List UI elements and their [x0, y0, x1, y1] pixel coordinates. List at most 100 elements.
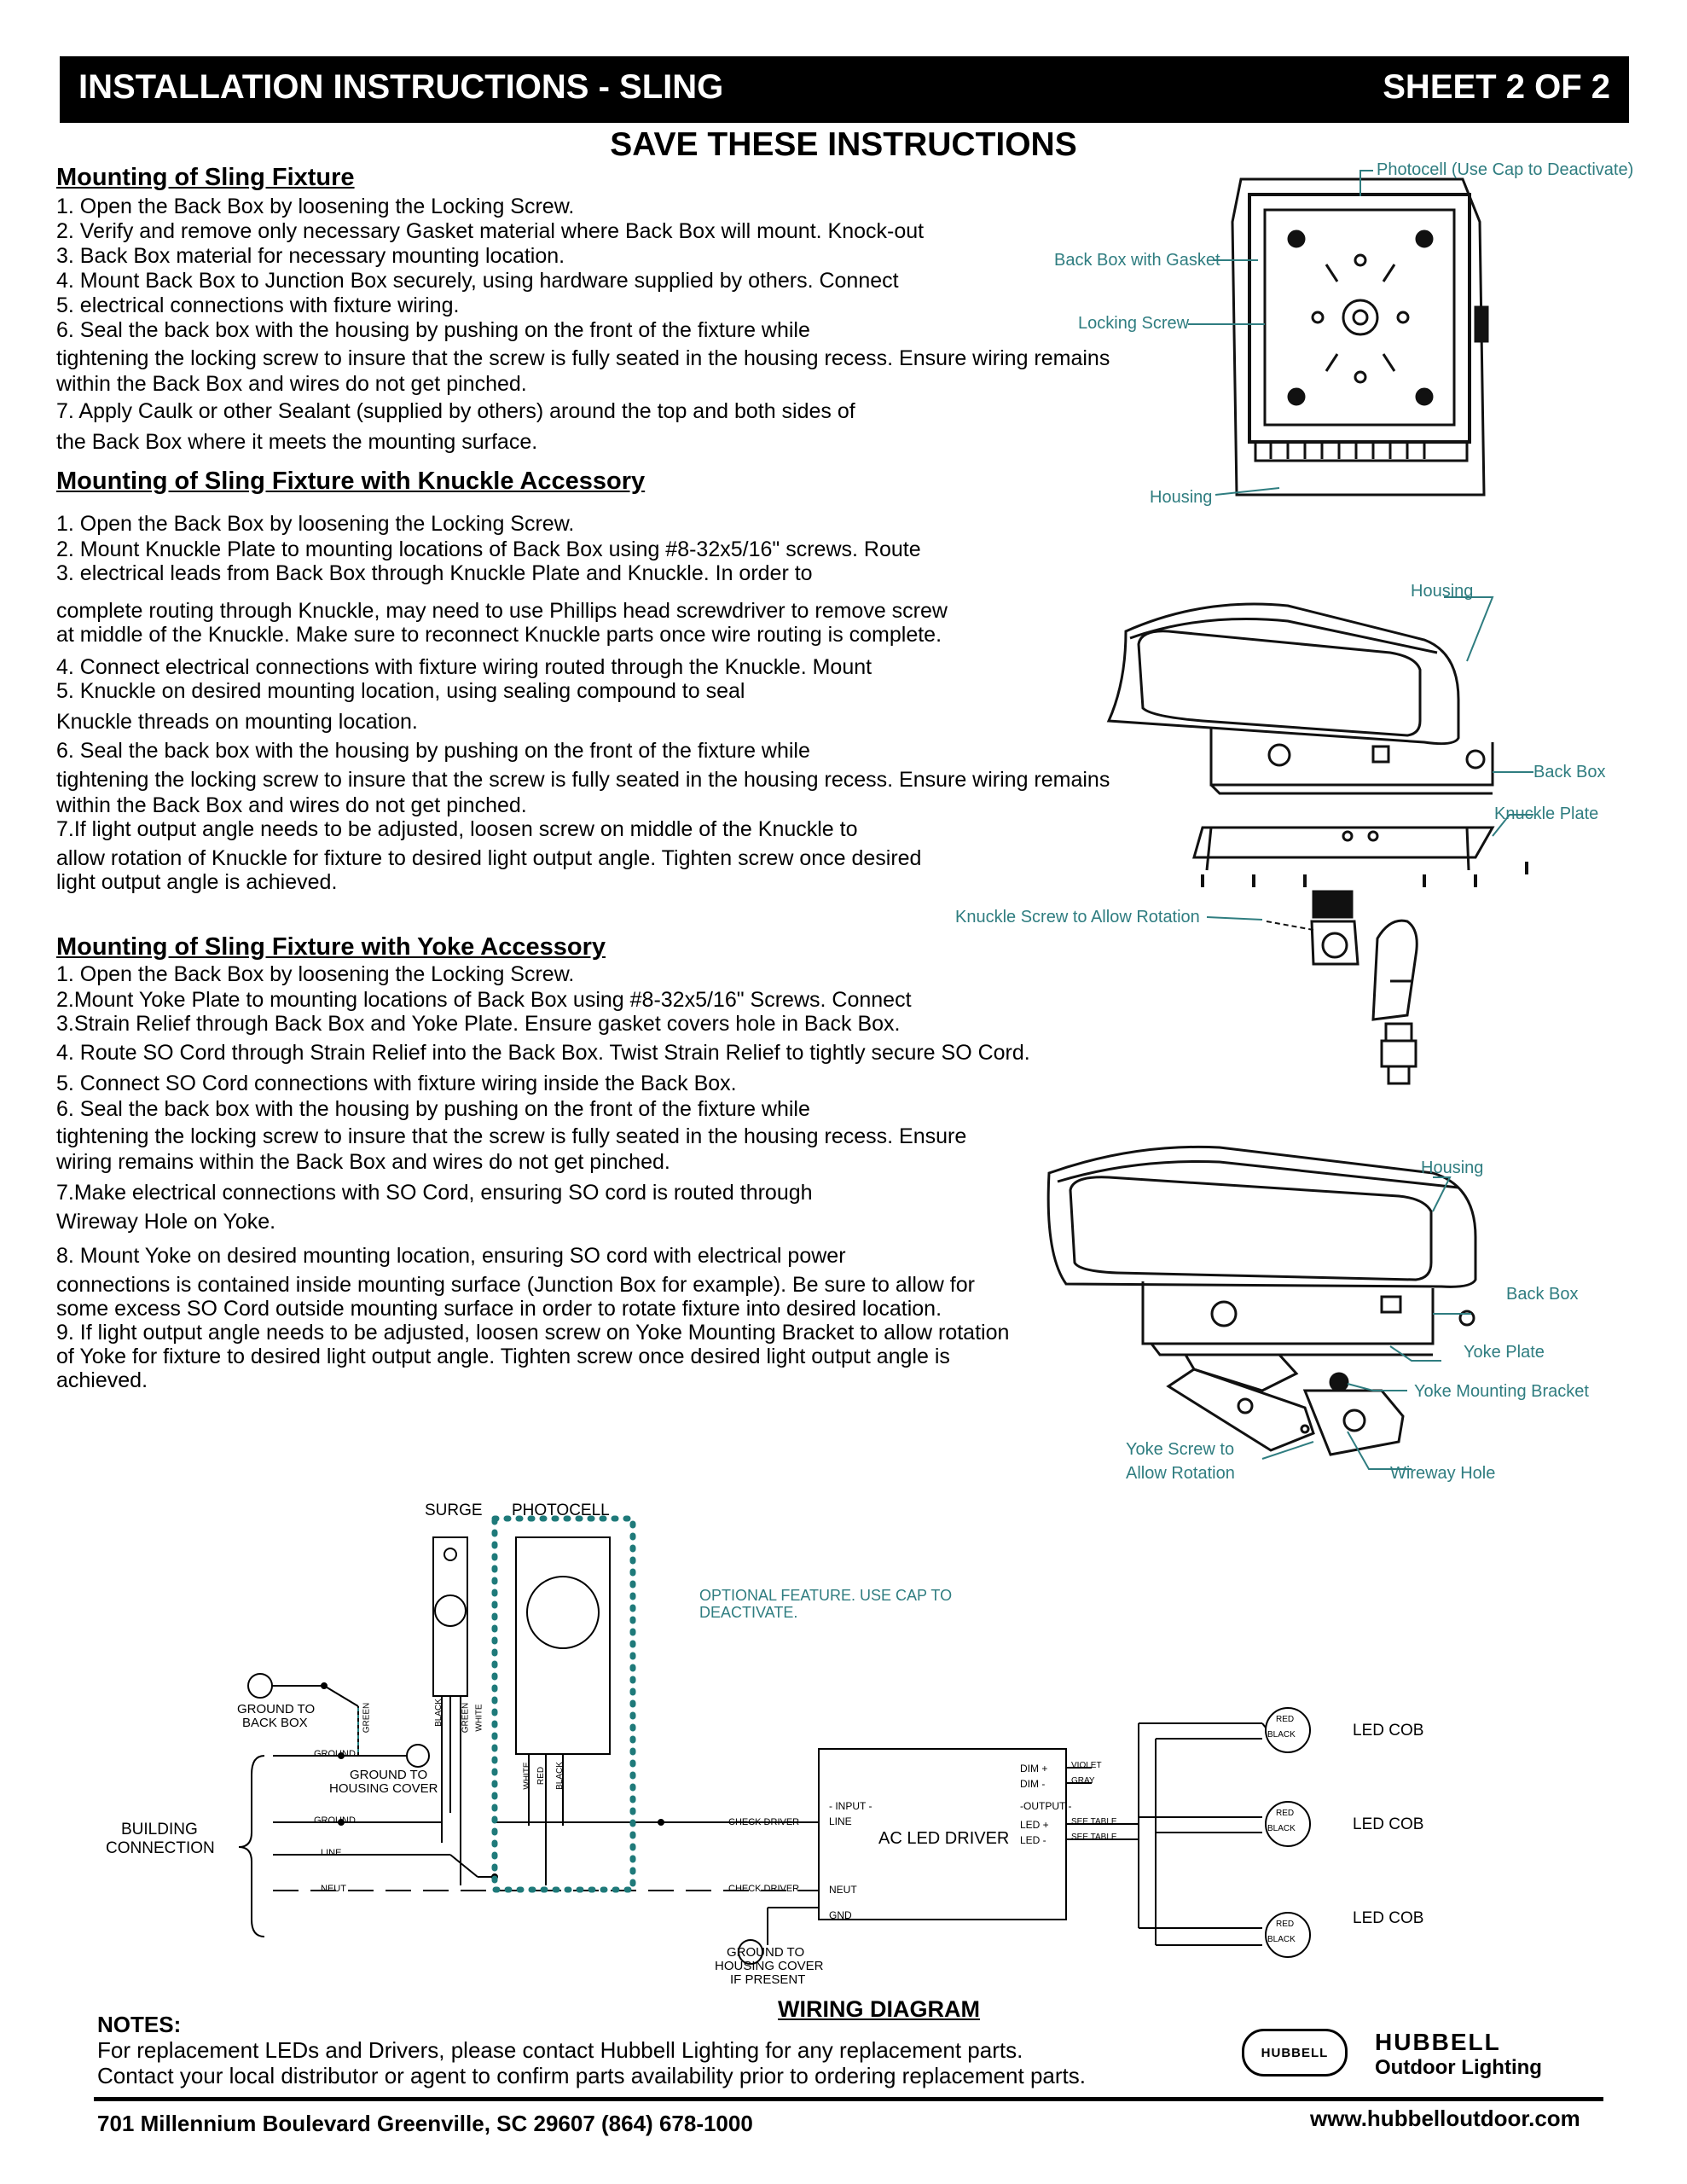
step-line: 7.Make electrical connections with SO Co…	[56, 1181, 813, 1205]
step-line: 3.Strain Relief through Back Box and Yok…	[56, 1012, 901, 1036]
label-ground-housing-1: GROUND TO	[350, 1768, 428, 1782]
step-line: 5. Knuckle on desired mounting location,…	[56, 679, 745, 703]
wire-ground-label: GROUND	[314, 1749, 356, 1759]
step-line: 4. Connect electrical connections with f…	[56, 655, 872, 679]
wire-black-label: BLACK	[433, 1699, 443, 1727]
step-line: 6. Seal the back box with the housing by…	[56, 739, 810, 763]
label-optional-1: OPTIONAL FEATURE. USE CAP TO	[699, 1587, 953, 1604]
wire-red-photocell: RED	[536, 1766, 547, 1786]
label-knuckle-screw: Knuckle Screw to Allow Rotation	[955, 908, 1200, 926]
step-line: 2. Verify and remove only necessary Gask…	[56, 219, 925, 243]
label-optional-2: DEACTIVATE.	[699, 1604, 798, 1621]
label-ground-if-2: HOUSING COVER	[715, 1959, 824, 1973]
step-line: of Yoke for fixture to desired light out…	[56, 1345, 950, 1368]
wire-black-1: BLACK	[1267, 1730, 1296, 1740]
step-line: 5. electrical connections with fixture w…	[56, 293, 460, 317]
step-line: 2.Mount Yoke Plate to mounting locations…	[56, 988, 912, 1012]
footer-divider	[94, 2097, 1603, 2101]
wire-gray-label: GRAY	[1071, 1776, 1095, 1786]
driver-neut-label: NEUT	[829, 1884, 857, 1896]
label-yoke-screw-1: Yoke Screw to	[1126, 1440, 1235, 1459]
save-instructions-heading: SAVE THESE INSTRUCTIONS	[610, 126, 1077, 163]
label-ground-back-box-2: BACK BOX	[242, 1716, 308, 1730]
badge-text: HUBBELL	[1261, 2045, 1329, 2060]
driver-gnd-label: GND	[829, 1909, 852, 1921]
label-ground-if-1: GROUND TO	[727, 1945, 805, 1960]
notes-heading: NOTES:	[97, 2012, 182, 2037]
wire-black-3: BLACK	[1267, 1935, 1296, 1944]
wire-check-driver-2: CHECK DRIVER	[728, 1884, 800, 1894]
driver-line-label: LINE	[829, 1815, 852, 1827]
footer-address: 701 Millennium Boulevard Greenville, SC …	[97, 2111, 753, 2136]
step-line: Wireway Hole on Yoke.	[56, 1210, 276, 1234]
logo-subtitle: Outdoor Lighting	[1375, 2056, 1542, 2079]
step-line: 8. Mount Yoke on desired mounting locati…	[56, 1244, 846, 1268]
wire-see-table-2: SEE TABLE	[1071, 1833, 1117, 1842]
label-ground-if-3: IF PRESENT	[730, 1972, 806, 1987]
led-cob-2: LED COB	[1353, 1815, 1424, 1833]
step-line: complete routing through Knuckle, may ne…	[56, 599, 948, 623]
step-line: tightening the locking screw to insure t…	[56, 768, 1110, 792]
step-line: the Back Box where it meets the mounting…	[56, 430, 538, 454]
step-line: within the Back Box and wires do not get…	[56, 372, 527, 396]
step-line: light output angle is achieved.	[56, 870, 338, 894]
wire-black-photocell: BLACK	[554, 1762, 565, 1790]
step-line: 5. Connect SO Cord connections with fixt…	[56, 1072, 737, 1095]
step-line: at middle of the Knuckle. Make sure to r…	[56, 623, 942, 647]
label-housing-2: Housing	[1411, 582, 1474, 601]
label-locking-screw: Locking Screw	[1078, 314, 1190, 333]
wire-red-2: RED	[1276, 1809, 1295, 1818]
sheet-number: SHEET 2 OF 2	[1383, 68, 1610, 106]
label-back-box-2: Back Box	[1533, 763, 1606, 781]
footer-website-link[interactable]: www.hubbelloutdoor.com	[1310, 2106, 1580, 2131]
wire-green-label-2: GREEN	[461, 1702, 471, 1734]
wire-black-2: BLACK	[1267, 1824, 1296, 1833]
hubbell-badge: HUBBELL	[1242, 2029, 1348, 2077]
step-line: 4. Route SO Cord through Strain Relief i…	[56, 1041, 1030, 1065]
wiring-diagram	[238, 1515, 1311, 1965]
header-bar: INSTALLATION INSTRUCTIONS - SLING SHEET …	[60, 56, 1629, 123]
label-back-box-3: Back Box	[1506, 1285, 1579, 1304]
label-housing-3: Housing	[1421, 1159, 1484, 1177]
section-heading-yoke: Mounting of Sling Fixture with Yoke Acce…	[56, 933, 606, 961]
notes-line-1: For replacement LEDs and Drivers, please…	[97, 2037, 1023, 2063]
label-ground-back-box-1: GROUND TO	[237, 1702, 316, 1716]
section-heading-sling: Mounting of Sling Fixture	[56, 164, 355, 191]
wire-ground-label-2: GROUND	[314, 1815, 356, 1826]
step-line: connections is contained inside mounting…	[56, 1273, 975, 1297]
wire-green-label: GREEN	[362, 1702, 372, 1734]
fixture-front-view-figure	[1188, 170, 1489, 497]
step-line: 7. Apply Caulk or other Sealant (supplie…	[56, 399, 855, 423]
step-line: wiring remains within the Back Box and w…	[56, 1150, 670, 1174]
step-line: tightening the locking screw to insure t…	[56, 1124, 967, 1148]
step-line: 3. Back Box material for necessary mount…	[56, 244, 565, 268]
driver-output-label: -OUTPUT -	[1020, 1800, 1072, 1812]
label-yoke-plate: Yoke Plate	[1464, 1343, 1545, 1362]
step-line: Knuckle threads on mounting location.	[56, 710, 418, 734]
page-title: INSTALLATION INSTRUCTIONS - SLING	[78, 68, 724, 106]
label-back-box-gasket: Back Box with Gasket	[1054, 251, 1220, 270]
step-line: 6. Seal the back box with the housing by…	[56, 1097, 810, 1121]
wire-red-1: RED	[1276, 1715, 1295, 1724]
label-building-1: BUILDING	[121, 1821, 198, 1838]
step-line: 3. electrical leads from Back Box throug…	[56, 561, 813, 585]
label-surge: SURGE	[425, 1502, 483, 1519]
step-line: 2. Mount Knuckle Plate to mounting locat…	[56, 537, 921, 561]
driver-dim-plus: DIM +	[1020, 1763, 1048, 1774]
wire-neut-label: NEUT	[321, 1884, 346, 1894]
wiring-diagram-title: WIRING DIAGRAM	[778, 1996, 980, 2022]
label-photocell-box: PHOTOCELL	[512, 1502, 610, 1519]
step-line: 9. If light output angle needs to be adj…	[56, 1321, 1010, 1345]
driver-led-plus: LED +	[1020, 1819, 1049, 1831]
knuckle-accessory-figure	[1106, 596, 1533, 1085]
step-line: 1. Open the Back Box by loosening the Lo…	[56, 512, 575, 536]
label-yoke-screw-2: Allow Rotation	[1126, 1464, 1235, 1483]
label-photocell: Photocell (Use Cap to Deactivate)	[1377, 160, 1634, 179]
driver-input-label: - INPUT -	[829, 1800, 872, 1812]
wire-line-label: LINE	[321, 1848, 342, 1858]
step-line: 1. Open the Back Box by loosening the Lo…	[56, 962, 575, 986]
step-line: 6. Seal the back box with the housing by…	[56, 318, 810, 342]
wire-check-driver-1: CHECK DRIVER	[728, 1817, 800, 1827]
driver-led-minus: LED -	[1020, 1834, 1046, 1846]
logo-name: HUBBELL	[1375, 2029, 1501, 2055]
